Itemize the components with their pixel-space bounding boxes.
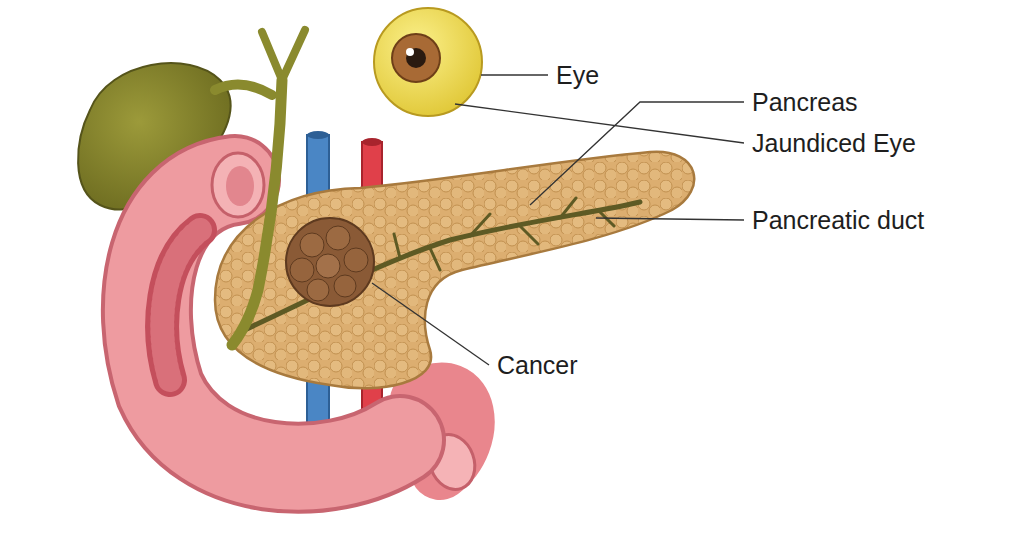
bile-duct (232, 80, 282, 345)
eye-label: Eye (556, 60, 599, 90)
tumor-label: Cancer (497, 350, 578, 380)
pancreas (215, 152, 694, 389)
part-label: Pancreatic duct (752, 205, 924, 235)
eye (374, 8, 482, 116)
leader-lines (372, 75, 744, 365)
symptom-label: Jaundiced Eye (752, 128, 916, 158)
tumor (286, 218, 374, 306)
part-label: Pancreas (752, 87, 858, 117)
